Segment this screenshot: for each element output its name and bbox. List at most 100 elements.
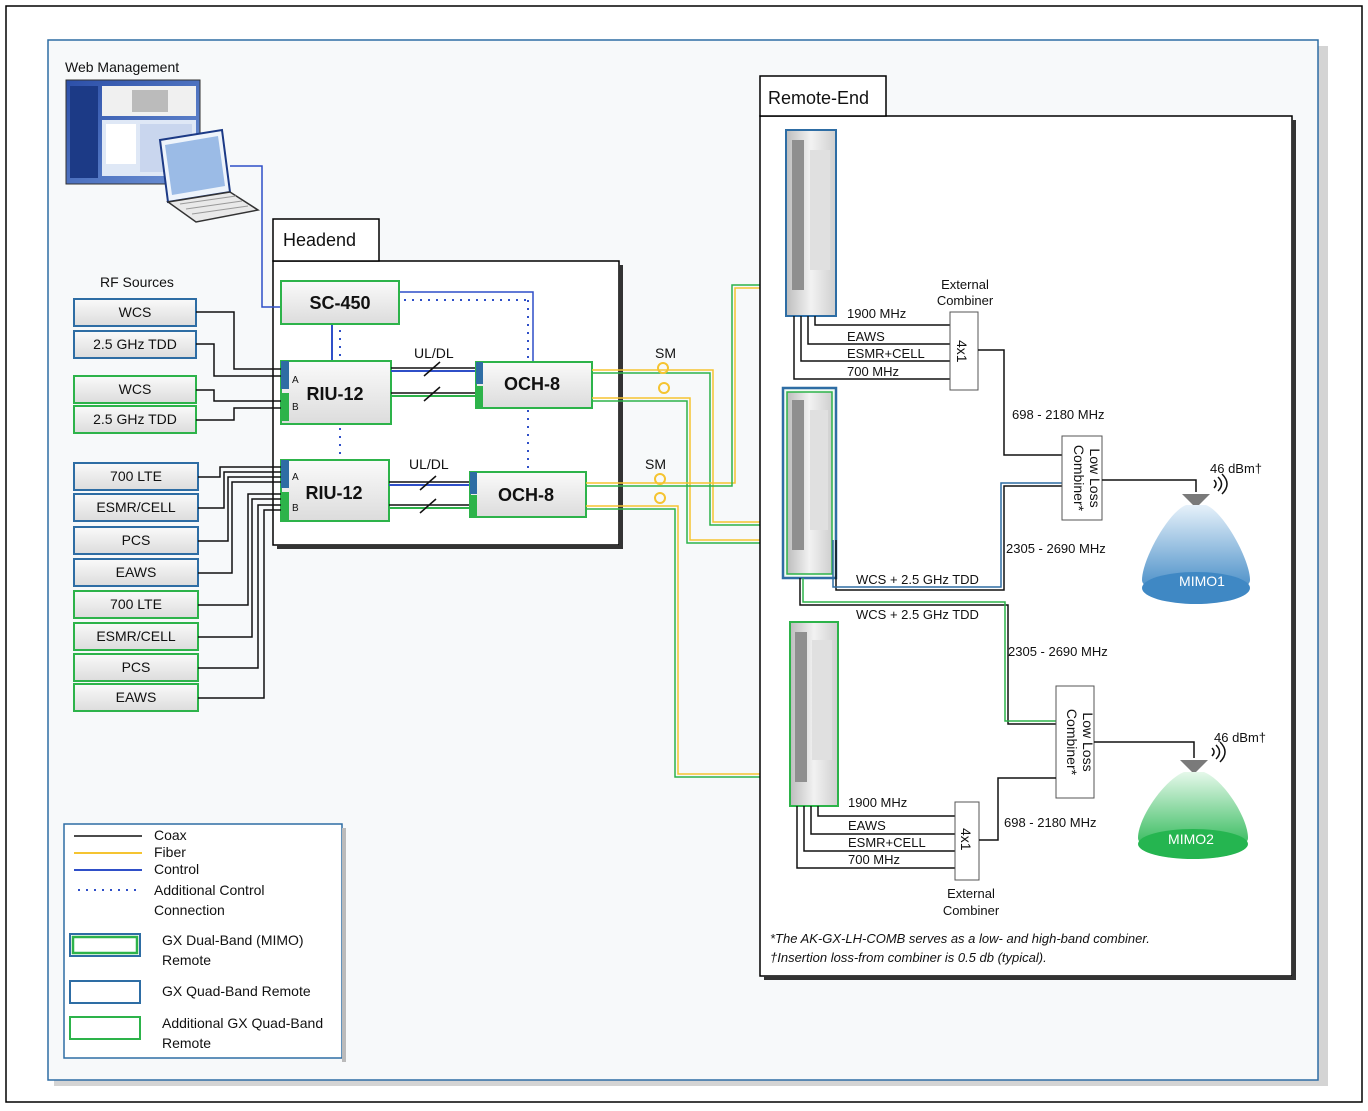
combiner-4x1-top bbox=[949, 311, 979, 391]
rf-source-box bbox=[73, 558, 199, 587]
rf-source-label: EAWS bbox=[116, 564, 157, 580]
band-label: ESMR+CELL bbox=[847, 346, 925, 361]
rf-source-label: 700 LTE bbox=[110, 468, 162, 484]
rf-source-label: EAWS bbox=[116, 689, 157, 705]
freq-698-top: 698 - 2180 MHz bbox=[1012, 407, 1105, 422]
riu12-top-port-b: B bbox=[292, 402, 299, 413]
web-management-title: Web Management bbox=[65, 59, 179, 75]
headend-box-shadow bbox=[619, 265, 623, 549]
signal-icon-1 bbox=[1213, 473, 1228, 495]
riu12-bottom-port-b: B bbox=[292, 503, 299, 514]
rf-source-label: ESMR/CELL bbox=[96, 628, 176, 644]
rf-source-box bbox=[73, 683, 199, 712]
wire-to-mimo2 bbox=[1094, 741, 1195, 758]
remote-unit-dual-mimo bbox=[781, 386, 838, 580]
uldl-label-bottom: UL/DL bbox=[409, 456, 449, 472]
combiner-4x1-top-label: 4x1 bbox=[954, 340, 970, 363]
legend-coax: Coax bbox=[154, 827, 187, 843]
legend-gx-quad-additional-swatch bbox=[69, 1016, 141, 1040]
band-labels-top: 1900 MHz EAWS ESMR+CELL 700 MHz bbox=[847, 306, 925, 379]
rf-source-box bbox=[73, 526, 199, 555]
rf-source-box bbox=[73, 493, 199, 522]
wire-wcs-tdd-bottom bbox=[799, 578, 1056, 725]
sc450-box bbox=[280, 280, 400, 325]
rf-source-label: WCS bbox=[119, 381, 152, 397]
legend-gx-dual: GX Dual-Band (MIMO)Remote bbox=[162, 932, 304, 968]
rf-source-label: 2.5 GHz TDD bbox=[93, 336, 177, 352]
low-loss-combiner-top-label: Low LossCombiner* bbox=[1071, 445, 1103, 512]
riu-och-links bbox=[389, 361, 476, 514]
wire-2305-top bbox=[835, 485, 1062, 591]
uldl-label-top: UL/DL bbox=[414, 345, 454, 361]
och8-top-label: OCH-8 bbox=[504, 374, 560, 394]
mimo1-label: MIMO1 bbox=[1179, 573, 1225, 589]
freq-698-bottom: 698 - 2180 MHz bbox=[1004, 815, 1097, 830]
band-label: 1900 MHz bbox=[848, 795, 907, 810]
control-line-laptop bbox=[230, 165, 281, 308]
rf-source-label: 700 LTE bbox=[110, 596, 162, 612]
rf-source-wires bbox=[196, 311, 281, 699]
wire-698-bottom bbox=[979, 777, 1056, 841]
freq-2305-top: 2305 - 2690 MHz bbox=[1006, 541, 1106, 556]
riu12-top-port-a: A bbox=[292, 375, 299, 386]
band-labels-bottom: 1900 MHz EAWS ESMR+CELL 700 MHz bbox=[848, 795, 926, 867]
outer-border bbox=[5, 5, 1363, 1103]
power-label-2: 46 dBm† bbox=[1214, 730, 1266, 745]
mimo2-label: MIMO2 bbox=[1168, 831, 1214, 847]
riu12-bottom-port-a: A bbox=[292, 472, 299, 483]
band-label: 700 MHz bbox=[847, 364, 899, 379]
top-band-wires bbox=[793, 316, 950, 380]
och8-bottom bbox=[469, 471, 587, 518]
remote-end-title-box bbox=[759, 75, 887, 117]
combiner-4x1-bottom bbox=[954, 801, 980, 881]
band-label: ESMR+CELL bbox=[848, 835, 926, 850]
laptop-icon bbox=[158, 128, 260, 223]
combiner-4x1-bottom-label: 4x1 bbox=[958, 828, 974, 851]
och8-top bbox=[475, 361, 593, 409]
legend-fiber: Fiber bbox=[154, 844, 186, 860]
rf-source-box bbox=[73, 405, 197, 434]
legend-gx-dual-swatch bbox=[69, 933, 141, 957]
antenna-mimo1 bbox=[1142, 494, 1250, 604]
remote-unit-quad-bottom bbox=[789, 621, 839, 807]
rf-source-label: ESMR/CELL bbox=[96, 499, 176, 515]
footnote-1: *The AK-GX-LH-COMB serves as a low- and … bbox=[770, 931, 1150, 946]
rf-source-label: WCS bbox=[119, 304, 152, 320]
remote-unit-quad-top bbox=[785, 129, 837, 317]
legend-gx-quad: GX Quad-Band Remote bbox=[162, 983, 311, 999]
och8-bottom-label: OCH-8 bbox=[498, 485, 554, 505]
rf-source-box bbox=[73, 653, 199, 682]
footnote-2: †Insertion loss-from combiner is 0.5 db … bbox=[770, 950, 1047, 965]
power-label-1: 46 dBm† bbox=[1210, 461, 1262, 476]
fiber-coil-icons bbox=[654, 362, 670, 504]
bottom-band-wires bbox=[796, 806, 955, 869]
wire-698-top bbox=[978, 349, 1062, 456]
low-loss-combiner-top bbox=[1061, 435, 1103, 521]
headend-title-box bbox=[272, 218, 380, 262]
rf-source-box bbox=[73, 330, 197, 359]
band-label: EAWS bbox=[848, 818, 886, 833]
antenna-mimo2 bbox=[1138, 760, 1248, 859]
wcs-tdd-label-2: WCS + 2.5 GHz TDD bbox=[856, 607, 979, 622]
sc450-label: SC-450 bbox=[309, 293, 370, 313]
wcs-tdd-label-1: WCS + 2.5 GHz TDD bbox=[856, 572, 979, 587]
low-loss-combiner-bottom-label: Low LossCombiner* bbox=[1064, 709, 1096, 776]
web-management-screenshot bbox=[65, 79, 201, 185]
legend-control: Control bbox=[154, 861, 199, 877]
rf-sources-title: RF Sources bbox=[100, 274, 174, 290]
rf-source-box bbox=[73, 590, 199, 619]
legend-gx-quad-swatch bbox=[69, 980, 141, 1004]
band-label: 1900 MHz bbox=[847, 306, 906, 321]
headend-title: Headend bbox=[283, 230, 356, 250]
band-label: EAWS bbox=[847, 329, 885, 344]
riu12-bottom-label: RIU-12 bbox=[305, 483, 362, 503]
signal-icon-2 bbox=[1211, 741, 1226, 763]
band-label: 700 MHz bbox=[848, 852, 900, 867]
freq-2305-bottom: 2305 - 2690 MHz bbox=[1008, 644, 1108, 659]
